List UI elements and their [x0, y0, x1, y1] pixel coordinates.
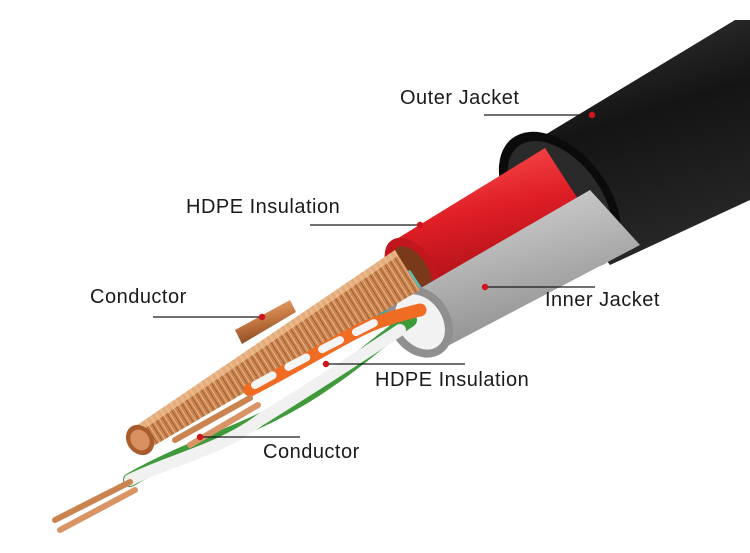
- marker-dot-conductor-lower: [196, 433, 204, 441]
- label-conductor-upper: Conductor: [90, 286, 187, 308]
- marker-dot-inner-jacket: [481, 283, 489, 291]
- label-hdpe-insulation-upper: HDPE Insulation: [186, 196, 341, 218]
- leader-lines: [153, 114, 595, 438]
- marker-dot-conductor-upper: [258, 313, 266, 321]
- copper-conductor-upper: [125, 250, 420, 456]
- label-hdpe-insulation-lower: HDPE Insulation: [375, 369, 530, 391]
- twisted-pair-wires: [52, 303, 427, 533]
- marker-dot-hdpe-lower: [322, 360, 330, 368]
- marker-dots: [196, 111, 596, 441]
- marker-dot-outer-jacket: [588, 111, 596, 119]
- label-conductor-lower: Conductor: [263, 441, 360, 463]
- label-outer-jacket: Outer Jacket: [400, 87, 520, 109]
- marker-dot-hdpe-upper: [416, 221, 424, 229]
- label-inner-jacket: Inner Jacket: [545, 289, 660, 311]
